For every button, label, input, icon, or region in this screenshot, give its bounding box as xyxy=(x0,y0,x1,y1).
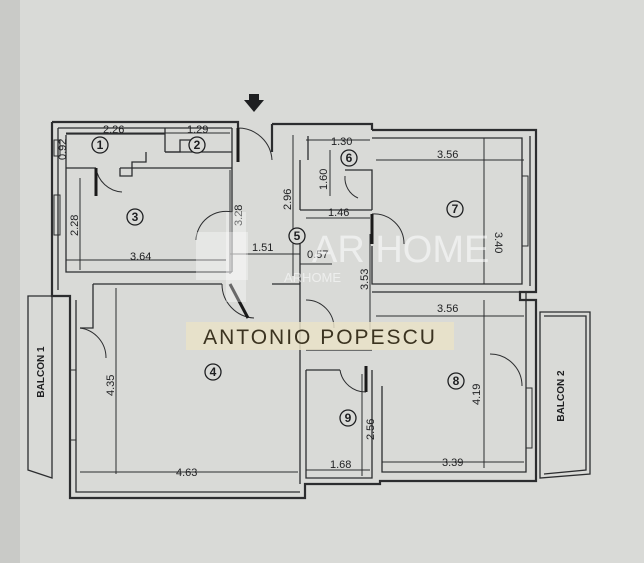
dim-label: 4.35 xyxy=(105,375,117,396)
svg-text:6: 6 xyxy=(346,151,353,165)
watermark-brand: AR HOME xyxy=(312,229,489,271)
balcony-1-label: BALCON 1 xyxy=(36,346,47,398)
svg-text:2: 2 xyxy=(194,138,201,152)
dim-label: 2.56 xyxy=(365,419,377,440)
svg-text:4: 4 xyxy=(210,365,217,379)
dim-label: 3.28 xyxy=(233,205,245,226)
dim-label: 1.46 xyxy=(328,207,349,219)
dim-label: 0.57 xyxy=(307,249,328,261)
agent-name: ANTONIO POPESCU xyxy=(203,326,437,349)
svg-text:1: 1 xyxy=(97,138,104,152)
room-3-marker: 3 xyxy=(126,208,144,226)
dim-label: 2.28 xyxy=(69,215,81,236)
svg-text:8: 8 xyxy=(453,374,460,388)
svg-text:7: 7 xyxy=(452,202,459,216)
room-6-marker: 6 xyxy=(340,149,358,167)
room-8-marker: 8 xyxy=(447,372,465,390)
balcony-2-label: BALCON 2 xyxy=(556,370,567,422)
page-edge-shadow xyxy=(0,0,20,563)
outer-walls xyxy=(50,120,538,500)
dim-label: 4.63 xyxy=(176,467,197,479)
dim-label: 2.96 xyxy=(282,189,294,210)
watermark: AR HOME ARHOME ANTONIO POPESCU xyxy=(186,212,489,350)
stairs-detail xyxy=(119,152,147,177)
balcony-1 xyxy=(27,295,53,479)
dim-label: 1.68 xyxy=(330,459,351,471)
dim-label: 3.40 xyxy=(492,232,504,253)
dim-label: 4.19 xyxy=(471,384,483,405)
doors xyxy=(79,127,523,393)
agent-banner xyxy=(186,322,454,350)
dimension-lines xyxy=(66,132,524,476)
room-4-marker: 4 xyxy=(204,363,222,381)
dimension-labels: 2.26 1.29 0.92 3.28 2.28 3.64 2.96 1.30 … xyxy=(57,124,504,479)
windows xyxy=(53,139,533,449)
room-7-marker: 7 xyxy=(446,200,464,218)
dim-label: 2.26 xyxy=(103,124,124,136)
svg-text:3: 3 xyxy=(132,210,139,224)
room-1-marker: 1 xyxy=(91,136,109,154)
entrance-arrow-icon xyxy=(244,94,264,112)
room-9-marker: 9 xyxy=(339,409,357,427)
room-5-marker: 5 xyxy=(288,227,306,245)
interior-walls xyxy=(65,128,527,484)
dim-label: 1.60 xyxy=(318,169,330,190)
svg-text:9: 9 xyxy=(345,411,352,425)
dim-label: 3.56 xyxy=(437,149,458,161)
dim-label: 1.51 xyxy=(252,242,273,254)
dim-label: 3.64 xyxy=(130,251,151,263)
dim-label: 3.39 xyxy=(442,457,463,469)
room-2-marker: 2 xyxy=(188,136,206,154)
dim-label: 1.29 xyxy=(187,124,208,136)
dim-label: 0.92 xyxy=(57,139,69,160)
dim-label: 3.56 xyxy=(437,303,458,315)
watermark-logo-icon xyxy=(196,232,248,280)
balcony-2 xyxy=(539,311,591,479)
dim-label: 3.53 xyxy=(359,269,371,290)
watermark-sub: ARHOME xyxy=(284,270,341,285)
room-numbers: 1 2 3 4 5 6 7 8 9 xyxy=(91,136,465,427)
svg-text:5: 5 xyxy=(294,229,301,243)
dim-label: 1.30 xyxy=(331,136,352,148)
